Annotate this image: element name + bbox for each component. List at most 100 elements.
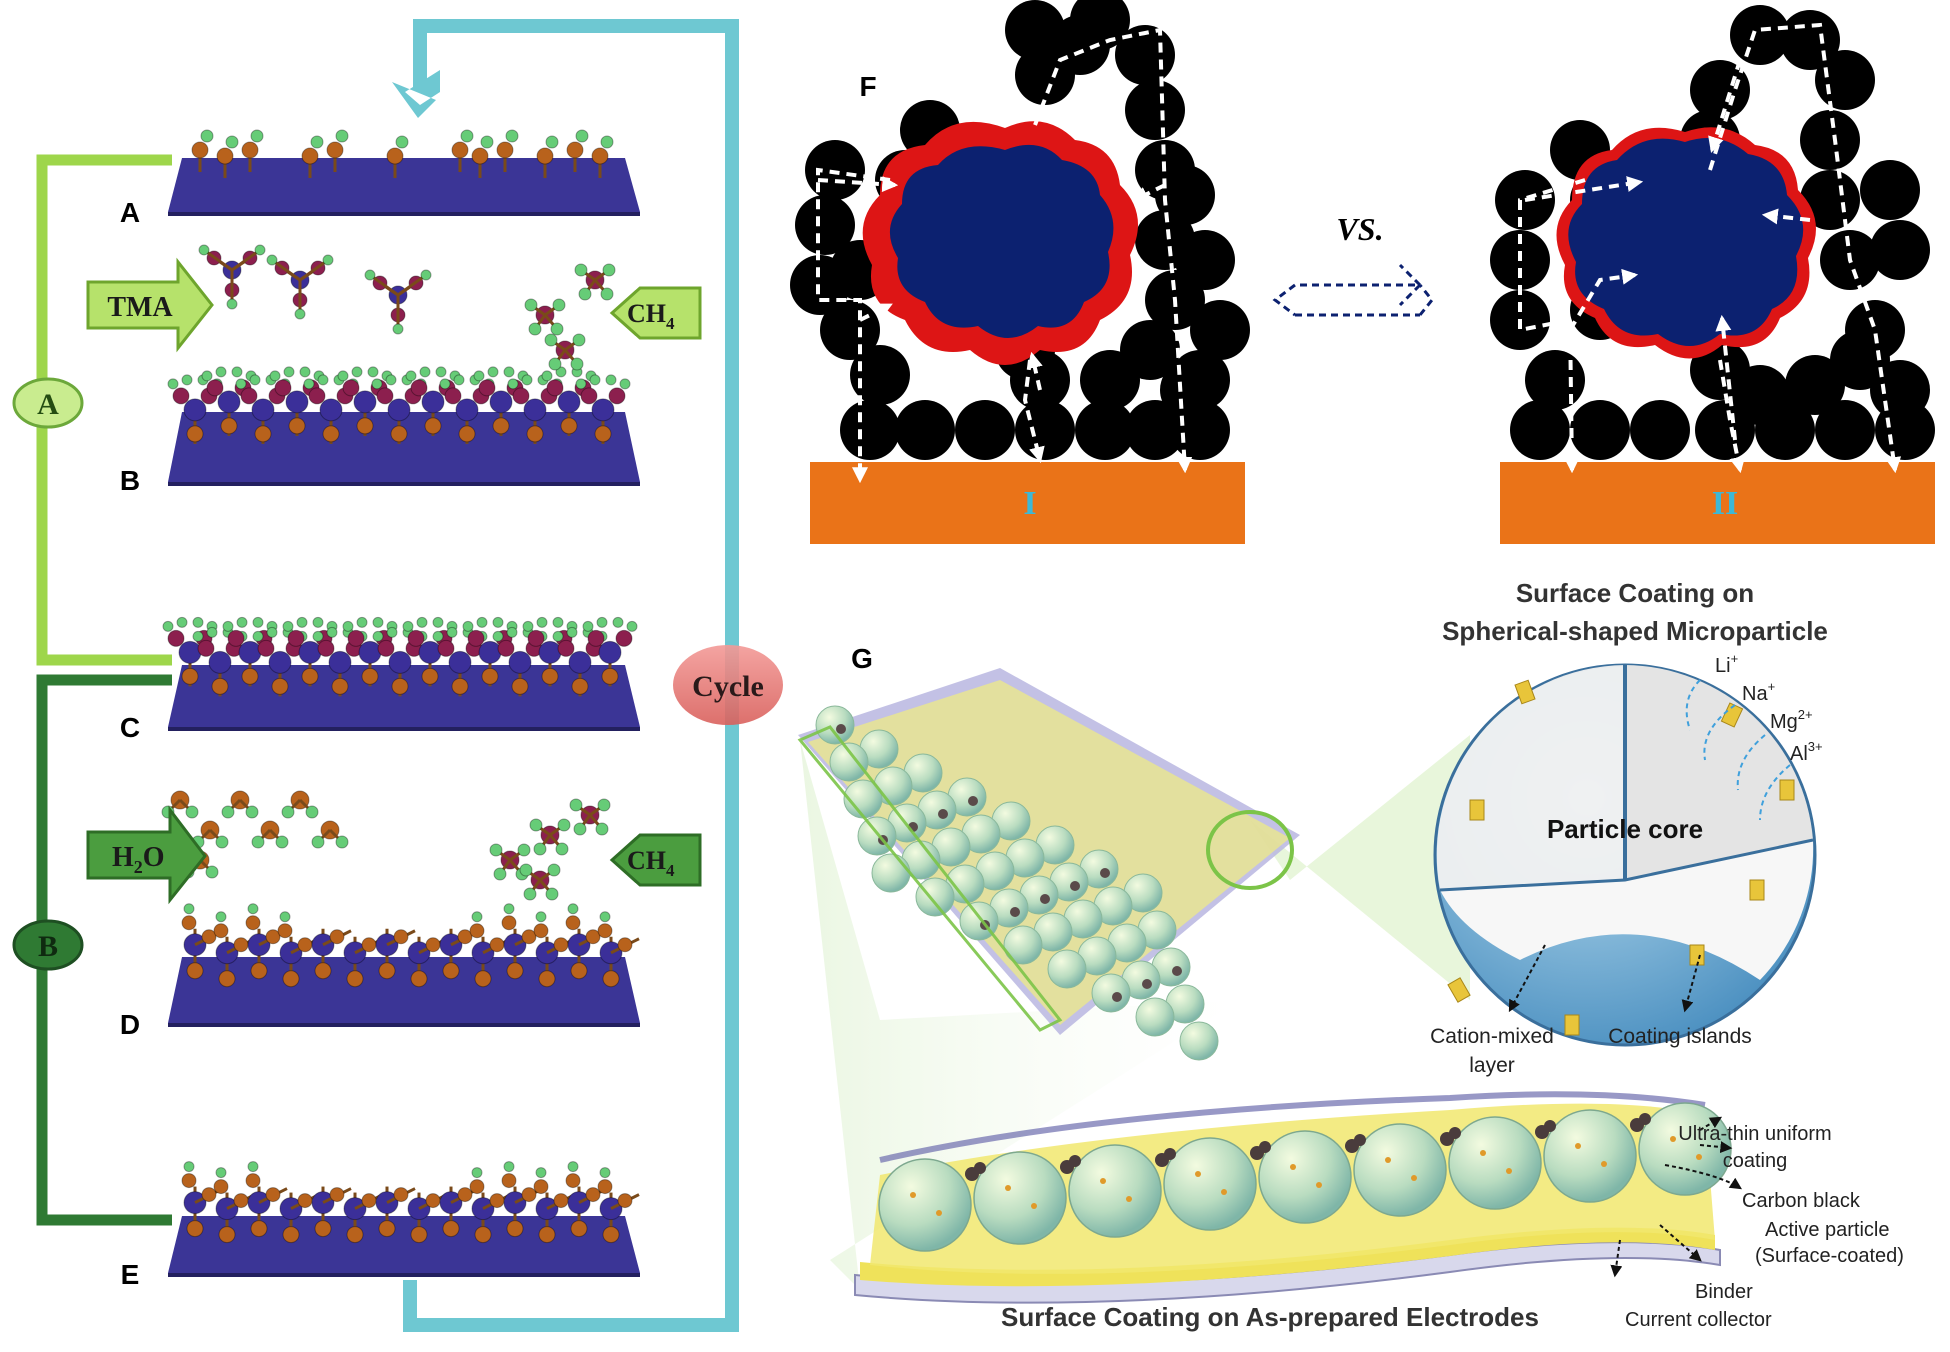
ch4-bubble-bottom: CH4 <box>609 833 702 887</box>
oxygen-atom <box>471 147 489 165</box>
hydrogen-atom <box>266 626 278 638</box>
active-particle-label-2: (Surface-coated) <box>1755 1245 1904 1267</box>
carbon-atom <box>407 629 425 647</box>
hydrogen-atom <box>351 366 363 378</box>
gas-atom <box>226 298 238 310</box>
active-particle <box>1163 1137 1257 1231</box>
zoom-cone-right <box>1250 735 1470 1000</box>
hydrogen-atom <box>492 630 504 642</box>
oxygen-atom <box>297 937 313 953</box>
carbon-atom <box>444 387 462 405</box>
hydrogen-atom <box>575 378 587 390</box>
oxygen-atom <box>536 147 554 165</box>
oxygen-atom <box>489 937 505 953</box>
gas-atom <box>185 805 199 819</box>
oxygen-atom <box>506 1220 524 1238</box>
oxygen-atom <box>191 141 209 159</box>
active-particle-label-1: Active particle <box>1765 1219 1890 1241</box>
coating-island <box>1601 1161 1607 1167</box>
oxygen-atom <box>553 937 569 953</box>
carbon-black-particle <box>1630 400 1690 460</box>
surface-oxide-layer-e <box>181 1161 640 1244</box>
hydrogen-atom <box>619 378 631 390</box>
carbon-atom <box>587 629 605 647</box>
hydrogen-atom <box>419 366 431 378</box>
hydrogen-atom <box>335 129 349 143</box>
coating-island <box>1575 1143 1581 1149</box>
aluminum-atom <box>353 390 377 414</box>
hydrogen-atom <box>206 626 218 638</box>
bond <box>369 273 399 297</box>
hydrogen-atom <box>506 626 518 638</box>
oxygen-atom <box>378 962 396 980</box>
hydrogen-atom <box>453 374 465 386</box>
substrate-d <box>168 957 640 1027</box>
gas-atom <box>572 333 586 347</box>
half-cycle-b-badge: B <box>12 919 84 971</box>
hydrogen-atom <box>599 911 611 923</box>
cycle-label: Cycle <box>692 670 764 703</box>
hydrogen-atom <box>555 366 567 378</box>
bottom-title: Surface Coating on As-prepared Electrode… <box>1001 1302 1539 1332</box>
surface-oxide-layer-d <box>181 903 640 988</box>
hydrogen-atom <box>535 911 547 923</box>
oxygen-atom <box>410 970 428 988</box>
oxygen-atom <box>241 141 259 159</box>
substrate-b <box>168 412 640 486</box>
gas-atom <box>245 805 259 819</box>
carbon-black-particle <box>1800 170 1860 230</box>
carbon-black-particle <box>1690 60 1750 120</box>
oxygen-atom <box>597 1179 613 1195</box>
oxygen-atom <box>585 1187 601 1203</box>
coating-island <box>1316 1182 1322 1188</box>
carbon-black-particle <box>1785 355 1845 415</box>
active-particle <box>1091 973 1131 1013</box>
hydrogen-atom <box>507 378 519 390</box>
svg-text:Li+: Li+ <box>1715 651 1738 677</box>
carbon-atom <box>410 379 428 397</box>
hydrogen-atom <box>405 370 417 382</box>
carbon-black-dot <box>968 796 978 806</box>
oxygen-atom <box>393 1187 409 1203</box>
carbon-atom <box>376 387 394 405</box>
oxygen-atom <box>496 141 514 159</box>
gas-atom <box>600 287 614 301</box>
oxygen-atom <box>211 677 229 695</box>
substrate-c <box>168 665 640 731</box>
svg-text:Al3+: Al3+ <box>1790 739 1823 765</box>
hydrogen-atom <box>432 616 444 628</box>
carbon-black-dot <box>1010 907 1020 917</box>
oxygen-atom <box>617 937 633 953</box>
hydrogen-atom <box>575 129 589 143</box>
oxygen-atom <box>218 1226 236 1244</box>
carbon-black-dot <box>1112 992 1122 1002</box>
active-particle <box>1068 1144 1162 1238</box>
hydrogen-atom <box>545 135 559 149</box>
oxygen-atom <box>424 417 442 435</box>
ion-al: Al <box>1790 743 1808 765</box>
carbon-black-dot <box>836 724 846 734</box>
carbon-atom <box>227 629 245 647</box>
oxygen-atom <box>526 425 544 443</box>
carbon-atom <box>347 629 365 647</box>
hydrogen-atom <box>589 374 601 386</box>
double-arrow-icon <box>1272 263 1434 317</box>
aluminum-atom <box>418 640 442 664</box>
gas-atom <box>294 308 306 320</box>
oxygen-atom <box>501 915 517 931</box>
carbon-atom <box>377 639 395 657</box>
carbon-atom <box>478 379 496 397</box>
hydrogen-atom <box>600 135 614 149</box>
step-label-c: C <box>120 712 140 743</box>
gas-atom <box>578 287 592 301</box>
oxygen-atom <box>314 1220 332 1238</box>
ion-li: Li <box>1715 655 1731 677</box>
aluminum-atom <box>568 650 592 674</box>
gas-atom <box>311 835 325 849</box>
oxygen-atom <box>346 970 364 988</box>
oxygen-atom <box>301 667 319 685</box>
carbon-atom <box>615 629 633 647</box>
carbon-black-particle <box>1510 400 1570 460</box>
oxygen-atom <box>218 970 236 988</box>
oxygen-atom <box>594 425 612 443</box>
